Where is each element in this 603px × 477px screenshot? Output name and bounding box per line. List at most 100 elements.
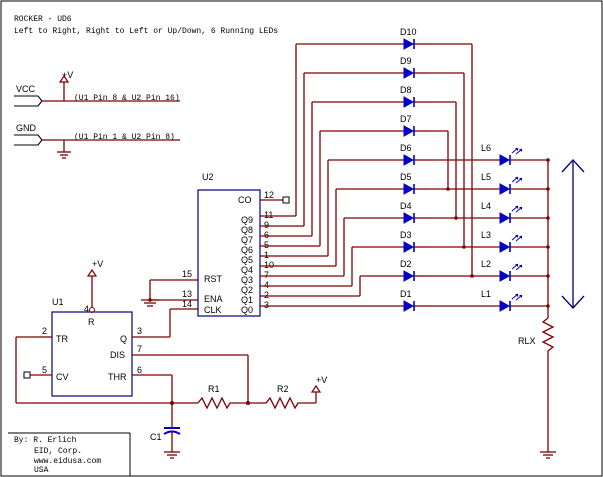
- diode-label: D5: [400, 172, 412, 182]
- u2-pinnum-rst: 15: [182, 269, 192, 279]
- u1-pinnum-thr: 6: [137, 365, 142, 375]
- u1-pin-dis: DIS: [110, 350, 125, 360]
- u1-pinnum-tr: 2: [42, 326, 47, 336]
- diode-d1: D1: [400, 289, 415, 312]
- u2-pinnum-q2: 4: [264, 280, 269, 290]
- output-routing: [260, 43, 550, 308]
- u2-pin-co: CO: [238, 195, 252, 205]
- led-l4: L4: [481, 201, 523, 224]
- diode-d7: D7: [400, 114, 415, 137]
- diode-label: D9: [400, 56, 412, 66]
- u1-pin-r: R: [88, 317, 95, 327]
- diode-d4: D4: [400, 201, 415, 224]
- credits-company: EID, Corp.: [34, 447, 82, 456]
- u2-pinnum-q5: 1: [264, 250, 269, 260]
- u2-pin-clk: CLK: [204, 305, 222, 315]
- gnd-label: GND: [16, 123, 37, 133]
- diode-label: D6: [400, 143, 412, 153]
- u2-pin-q3: Q3: [241, 275, 253, 285]
- u2-pinnum-q8: 9: [264, 220, 269, 230]
- vcc-connector: VCC +V (U1 Pin 8 & U2 Pin 16): [14, 70, 180, 107]
- led-l1: L1: [481, 289, 523, 312]
- u1-pinnum-q: 3: [137, 326, 142, 336]
- diode-d6: D6: [400, 143, 415, 166]
- c1-label: C1: [150, 432, 162, 442]
- led-label: L1: [481, 289, 491, 299]
- r1-label: R1: [208, 384, 220, 394]
- diode-label: D3: [400, 230, 412, 240]
- u1-plus-v: +V: [92, 259, 103, 269]
- u2-pin-q1: Q1: [241, 295, 253, 305]
- u2-pinnum-q7: 6: [264, 230, 269, 240]
- led-l3: L3: [481, 230, 523, 253]
- u2-pinnum-q1: 2: [264, 290, 269, 300]
- u1-pin-tr: TR: [56, 334, 68, 344]
- credits-by: By: R. Erlich: [14, 436, 77, 445]
- u2-pinnum-co: 12: [264, 190, 274, 200]
- u2-pin-q9: Q9: [241, 215, 253, 225]
- u2-pinnum-q0: 3: [264, 300, 269, 310]
- diode-label: D8: [400, 85, 412, 95]
- led-l2: L2: [481, 259, 523, 282]
- u2-pin-q6: Q6: [241, 245, 253, 255]
- diode-label: D4: [400, 201, 412, 211]
- r2-label: R2: [277, 384, 289, 394]
- led-l6: L6: [481, 143, 523, 166]
- u2-pin-q0: Q0: [241, 305, 253, 315]
- vcc-label: VCC: [16, 84, 36, 94]
- u2-pin-q5: Q5: [241, 255, 253, 265]
- u1-pinnum-r: 4: [84, 304, 89, 314]
- u2-pin-q8: Q8: [241, 225, 253, 235]
- vcc-note: (U1 Pin 8 & U2 Pin 16): [74, 94, 180, 103]
- gnd-note: (U1 Pin 1 & U2 Pin 8): [74, 133, 175, 142]
- u1-pin-q: Q: [120, 334, 127, 344]
- led-label: L5: [481, 172, 491, 182]
- diode-label: D2: [400, 259, 412, 269]
- title-line2: Left to Right, Right to Left or Up/Down,…: [14, 27, 278, 36]
- u2-pin-rst: RST: [204, 274, 223, 284]
- diode-d2: D2: [400, 259, 415, 282]
- diode-d10: D10: [400, 27, 417, 50]
- diode-d5: D5: [400, 172, 415, 195]
- u2-pin-q2: Q2: [241, 285, 253, 295]
- rlx-label: RLX: [518, 336, 536, 346]
- u2-pinnum-q4: 10: [264, 260, 274, 270]
- u1-pin-thr: THR: [108, 372, 127, 382]
- led-label: L3: [481, 230, 491, 240]
- title-line1: ROCKER - UD6: [14, 15, 72, 24]
- led-label: L2: [481, 259, 491, 269]
- gnd-connector: GND (U1 Pin 1 & U2 Pin 8): [14, 123, 180, 159]
- u1-pinnum-cv: 5: [42, 365, 47, 375]
- u1-pinnum-dis: 7: [137, 344, 142, 354]
- vcc-plus-v: +V: [62, 70, 73, 80]
- u2-pin-ena: ENA: [204, 294, 223, 304]
- diode-label: D10: [400, 27, 417, 37]
- diode-d9: D9: [400, 56, 415, 79]
- diode-label: D1: [400, 289, 412, 299]
- u2-pinnum-q6: 5: [264, 240, 269, 250]
- led-label: L6: [481, 143, 491, 153]
- diode-d3: D3: [400, 230, 415, 253]
- r2-plus-v: +V: [316, 375, 327, 385]
- u1-timer: U1 TR Q DIS CV THR R 2 3 7 5 6 4 +V: [23, 259, 172, 397]
- led-label: L4: [481, 201, 491, 211]
- credits-web: www.eidusa.com: [34, 457, 101, 466]
- led-l5: L5: [481, 172, 523, 195]
- u2-counter: U2 CO Q9 Q8 Q7 Q6 Q5 Q4 Q3 Q2 Q1 Q0 RST …: [141, 172, 290, 338]
- timing-network: R1 R2 +V C1: [15, 336, 327, 459]
- diode-d8: D8: [400, 85, 415, 108]
- u2-pinnum-ena: 13: [182, 289, 192, 299]
- u2-pinnum-clk: 14: [182, 299, 192, 309]
- u2-pinnum-q9: 11: [264, 210, 273, 220]
- u2-pin-q4: Q4: [241, 265, 253, 275]
- credits-box: By: R. Erlich EID, Corp. www.eidusa.com …: [8, 432, 131, 476]
- diode-label: D7: [400, 114, 412, 124]
- u1-ref: U1: [52, 297, 64, 307]
- rlx-resistor: RLX: [518, 160, 556, 459]
- credits-country: USA: [34, 466, 49, 475]
- u2-pinnum-q3: 7: [264, 270, 269, 280]
